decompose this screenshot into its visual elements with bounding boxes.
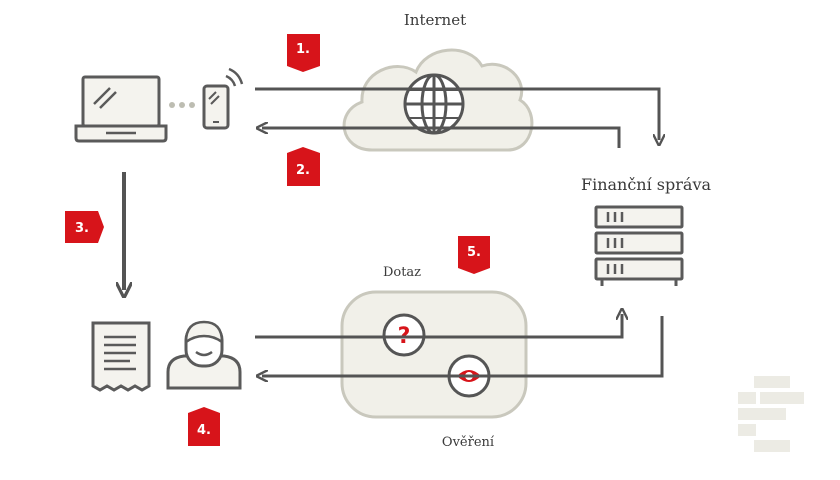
user-icon bbox=[166, 320, 242, 390]
server-icon bbox=[594, 205, 684, 286]
financni-sprava-label: Finanční správa bbox=[581, 175, 712, 194]
badge-3-label: 3. bbox=[75, 221, 89, 236]
connector-2 bbox=[262, 128, 621, 148]
wifi-icon bbox=[225, 67, 244, 87]
phone-icon bbox=[202, 84, 230, 130]
laptop-icon bbox=[74, 75, 168, 143]
internet-cloud bbox=[342, 48, 534, 152]
watermark-logo bbox=[738, 376, 804, 452]
connector-1 bbox=[255, 87, 659, 140]
receipt-icon bbox=[91, 321, 151, 392]
badge-1-label: 1. bbox=[296, 42, 310, 57]
badge-1: 1. bbox=[287, 34, 320, 72]
dotaz-label: Dotaz bbox=[383, 265, 421, 280]
connector-verification bbox=[262, 316, 664, 376]
badge-5-label: 5. bbox=[467, 245, 481, 260]
dots-icon bbox=[169, 102, 195, 108]
question-icon: ? bbox=[382, 313, 426, 357]
badge-2: 2. bbox=[287, 147, 320, 186]
connector-query bbox=[255, 314, 622, 339]
badge-4: 4. bbox=[188, 407, 220, 446]
overeni-label: Ověření bbox=[442, 435, 495, 450]
internet-label: Internet bbox=[404, 11, 466, 29]
badge-2-label: 2. bbox=[296, 163, 310, 178]
badge-3: 3. bbox=[65, 211, 104, 243]
globe-icon bbox=[403, 73, 465, 135]
verification-box: ? bbox=[340, 290, 528, 419]
badge-5: 5. bbox=[458, 236, 490, 274]
badge-4-label: 4. bbox=[197, 423, 211, 438]
